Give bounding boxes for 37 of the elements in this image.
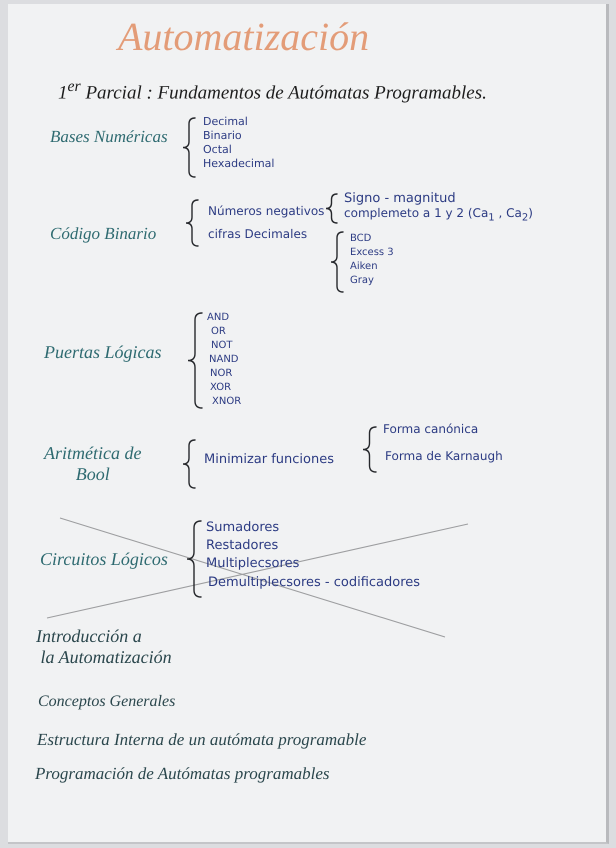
subtopic-text: Hexadecimal	[203, 158, 274, 171]
subtopic-text: Forma canónica	[383, 423, 478, 437]
subtopic-text: OR	[211, 326, 226, 338]
subtopic-text: Multiplecsores	[206, 557, 300, 572]
subtopic-text: Decimal	[203, 116, 248, 129]
subtopic-text: Números negativos	[208, 205, 324, 219]
subtopic-text: complemeto a 1 y 2 (Ca$_{1}$ , Ca$_{2}$)	[344, 207, 533, 224]
subtopic-text: NAND	[209, 354, 239, 366]
topic-heading: Código Binario	[50, 224, 156, 244]
subtopic-text: Sumadores	[206, 521, 280, 536]
topic-heading: Aritmética de Bool	[44, 443, 142, 484]
subtopic-text: Aiken	[350, 261, 378, 272]
subtopic-text: Demultiplecsores - codificadores	[208, 576, 420, 591]
topic-heading: Introducción a la Automatización	[36, 626, 172, 668]
subtopic-text: Signo - magnitud	[344, 192, 456, 207]
subtopic-text: Octal	[203, 144, 232, 157]
topic-heading: Puertas Lógicas	[44, 342, 162, 363]
topic-heading: Conceptos Generales	[38, 693, 176, 712]
subtopic-text: NOT	[211, 340, 232, 352]
subtopic-text: Forma de Karnaugh	[385, 450, 503, 464]
topic-heading: Circuitos Lógicos	[40, 549, 168, 570]
subtopic-text: AND	[207, 312, 230, 324]
subtopic-text: Gray	[350, 275, 374, 286]
subtopic-text: cifras Decimales	[208, 228, 308, 242]
subtopic-text: XNOR	[212, 396, 242, 408]
topic-heading: Bases Numéricas	[50, 127, 168, 147]
topic-heading: Estructura Interna de un autómata programable	[37, 730, 366, 750]
subtopic-text: XOR	[210, 382, 232, 394]
subtopic-text: Minimizar funciones	[204, 453, 334, 468]
subtopic-text: BCD	[350, 233, 372, 244]
page-title: Automatización	[118, 14, 370, 60]
subtopic-text: Excess 3	[350, 247, 394, 258]
topic-heading: Programación de Autómatas programables	[35, 764, 330, 784]
subtopic-text: NOR	[210, 368, 232, 380]
subtitle: 1$^{er}$ Parcial : Fundamentos de Autómatas Programables.	[58, 78, 487, 104]
subtopic-text: Binario	[203, 130, 242, 143]
subtopic-text: Restadores	[206, 539, 278, 554]
